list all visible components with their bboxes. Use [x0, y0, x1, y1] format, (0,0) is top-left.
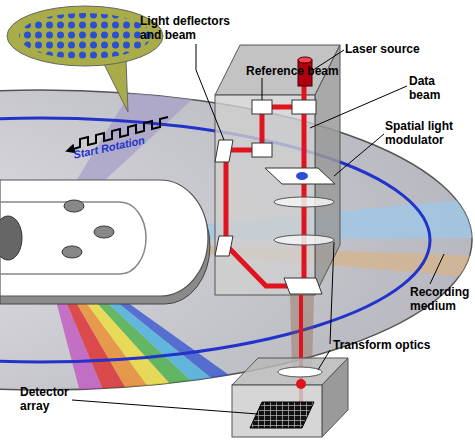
part-label: Detector array	[20, 385, 80, 413]
beam-spot	[296, 379, 306, 389]
modulator-pixel	[296, 172, 308, 180]
hub-hole	[62, 246, 82, 258]
mirror	[215, 236, 233, 256]
deflector-block	[252, 100, 272, 114]
combiner	[284, 278, 322, 294]
lens	[274, 235, 334, 245]
hub-spindle	[0, 216, 22, 260]
rotation-label: Start Rotation	[72, 125, 183, 162]
data-page-dots	[19, 13, 151, 59]
beam-splitter	[292, 100, 316, 114]
hub-platter	[0, 180, 208, 296]
lens	[274, 197, 334, 207]
leader-lines	[72, 44, 444, 414]
data-beam	[302, 86, 307, 292]
part-label: Light deflectors and beam	[140, 14, 250, 42]
hub-hole	[64, 200, 84, 212]
deflector-block	[252, 143, 272, 157]
detector-side	[322, 358, 348, 437]
part-label: Transform optics	[333, 338, 453, 352]
spatial-light-modulator	[265, 168, 335, 184]
hub-hole	[94, 226, 114, 238]
detector-grid	[250, 402, 314, 428]
lens	[278, 367, 322, 377]
part-label: Recording medium	[410, 285, 475, 313]
detector-front	[232, 385, 322, 437]
bubble-tail	[102, 60, 128, 112]
part-label: Laser source	[345, 42, 445, 56]
mirror	[215, 140, 233, 162]
part-label: Spatial light modulator	[385, 119, 473, 147]
reference-beam	[226, 107, 300, 286]
data-page-bubble	[7, 6, 163, 66]
housing-front	[215, 95, 315, 295]
part-label: Data beam	[409, 74, 449, 102]
part-label: Reference beam	[246, 64, 346, 78]
laser-top	[298, 57, 312, 63]
